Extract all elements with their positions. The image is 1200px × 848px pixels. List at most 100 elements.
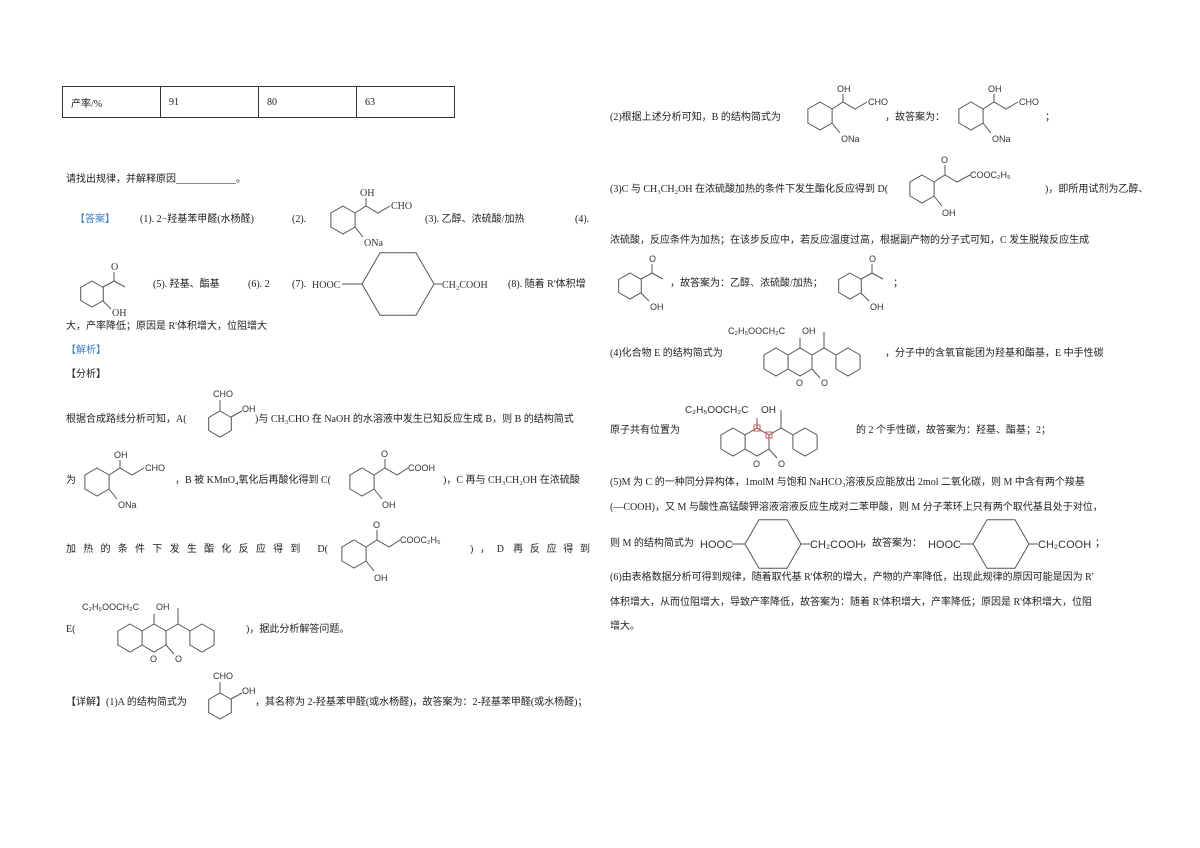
detail-text: 【详解】(1)A 的结构简式为 — [66, 697, 187, 708]
bond-line — [365, 560, 375, 572]
bond-line — [933, 195, 943, 207]
bond-line — [141, 623, 167, 653]
structure-label: ONa — [364, 238, 383, 249]
bond-line — [787, 347, 813, 377]
benzene-ring — [361, 252, 435, 316]
structure-label: C₂H₅OOCH₂C — [82, 602, 140, 612]
analysis-text: 加热的条件下发生酯化反应得到 D( — [66, 544, 328, 555]
bond-line — [640, 272, 664, 280]
structure-label: ONa — [992, 134, 1011, 144]
structure-b: OH CHO ONa — [330, 188, 412, 249]
detail-text: ，故答案为： — [885, 112, 945, 123]
detail-text: 的 2 个手性碳，故答案为：羟基、酯基；2； — [856, 425, 1051, 436]
structure-label: OH — [988, 84, 1002, 94]
bond-line — [811, 368, 821, 379]
bond-line — [230, 692, 243, 700]
benzene-ring — [958, 101, 984, 131]
structure-label: O — [796, 378, 803, 388]
structure-m: HOOC CH₂COOH — [312, 252, 488, 316]
detail-text: (—COOH)，又 M 与酸性高锰酸钾溶液溶液反应生成对二苯甲酸，则 M 分子苯… — [610, 502, 1103, 513]
structure-label: OH — [242, 686, 256, 696]
structure-label: OH — [242, 404, 256, 414]
detail-text: ，故答案为： — [862, 538, 922, 549]
bond-line — [768, 448, 778, 459]
answer-8-cont: 大，产率降低；原因是 R'体积增大，位阻增大 — [66, 321, 267, 332]
structure-label: O — [941, 155, 948, 165]
detail-text: ； — [1045, 112, 1055, 123]
structure-label: COOC₂H₅ — [400, 535, 441, 545]
bond-line — [108, 467, 145, 476]
structure-label: CHO — [391, 201, 412, 212]
benzene-ring — [330, 205, 356, 235]
answer-tag: 【答案】 — [75, 214, 115, 225]
structure-b: OH CHO ONa — [958, 84, 1039, 144]
bond-line — [860, 272, 884, 280]
structure-hydroxyacetophenone: O OH — [80, 262, 126, 319]
structure-m: HOOC CH₂COOH — [928, 519, 1091, 569]
analysis-text: )，D 再反应得到 — [470, 544, 590, 555]
detail-text: 原子共有位置为 — [610, 425, 680, 436]
table-row: 产率/% 91 80 63 — [62, 86, 455, 118]
analysis-text: )与 CH₃CHO 在 NaOH 的水溶液中发生已知反应生成 B，则 B 的结构… — [255, 414, 574, 425]
benzene-ring — [720, 427, 746, 457]
structure-label: HOOC — [700, 539, 733, 551]
bond-line — [860, 292, 870, 302]
bond-line — [768, 427, 794, 436]
benzene-ring — [838, 272, 862, 300]
structure-e: C₂H₅OOCH₂C OH O O — [82, 602, 215, 664]
table-cell: 产率/% — [62, 86, 161, 118]
benzene-ring — [341, 539, 367, 569]
structure-label: OH — [112, 308, 126, 319]
fenxi-heading: 【分析】 — [66, 369, 106, 380]
detail-text: ，故答案为：乙醇、浓硫酸/加热； — [670, 278, 823, 289]
table-cell: 80 — [258, 86, 357, 118]
detail-text: 则 M 的结构简式为 — [610, 538, 694, 549]
bond-line — [165, 623, 191, 632]
benzene-ring — [117, 623, 143, 653]
benzene-ring — [792, 427, 818, 457]
chiral-marker — [765, 431, 773, 439]
answer-8: (8). 随着 R'体积增 — [508, 279, 586, 290]
structure-label: OH — [837, 84, 851, 94]
bond-line — [230, 410, 243, 418]
structure-label: O — [649, 254, 656, 264]
structure-label: COOH — [408, 463, 435, 473]
detail-text: ； — [893, 278, 903, 289]
detail-text: (4)化合物 E 的结构简式为 — [610, 348, 723, 359]
analysis-text: E( — [66, 624, 76, 635]
analysis-text: )，据此分析解答问题。 — [246, 624, 350, 635]
structure-a: CHO OH — [208, 671, 256, 720]
answer-4-label: (4). — [575, 214, 590, 225]
detail-text: (3)C 与 CH₃CH₂OH 在浓硫酸加热的条件下发生酯化反应得到 D( — [610, 184, 889, 195]
structure-e: C₂H₅OOCH₂C OH O O — [728, 326, 861, 388]
table-cell: 91 — [160, 86, 259, 118]
structure-b: OH CHO ONa — [807, 84, 888, 144]
benzene-ring — [84, 467, 110, 497]
analysis-tag: 【解析】 — [66, 345, 106, 356]
bond-line — [102, 300, 112, 310]
structure-label: OH — [802, 326, 816, 336]
detail-text: (2)根据上述分析可知，B 的结构简式为 — [610, 112, 781, 123]
bond-line — [831, 122, 841, 134]
structure-label: OH — [382, 500, 396, 510]
bond-line — [354, 205, 391, 214]
chiral-marker — [753, 424, 761, 432]
bond-line — [933, 174, 971, 183]
structure-label: CH₂COOH — [1038, 539, 1091, 551]
answer-5: (5). 羟基、酯基 — [153, 279, 220, 290]
structure-label: OH — [114, 450, 128, 460]
table-cell: 63 — [356, 86, 455, 118]
benzene-ring — [189, 623, 215, 653]
structure-label: C₂H₅OOCH₂C — [728, 326, 786, 336]
structure-label: OH — [870, 302, 884, 312]
bond-line — [165, 644, 175, 655]
structure-label: O — [869, 254, 876, 264]
bond-line — [982, 101, 1019, 110]
answer-7-label: (7). — [292, 279, 307, 290]
answer-6: (6). 2 — [248, 279, 270, 290]
structure-label: O — [175, 654, 182, 664]
bond-line — [102, 280, 126, 288]
answer-3: (3). 乙醇、浓硫酸/加热 — [425, 214, 525, 225]
detail-text: (5)M 为 C 的一种同分异构体，1molM 与饱和 NaHCO₃溶液反应能放… — [610, 477, 1085, 488]
structure-label: CH₂COOH — [442, 280, 488, 291]
